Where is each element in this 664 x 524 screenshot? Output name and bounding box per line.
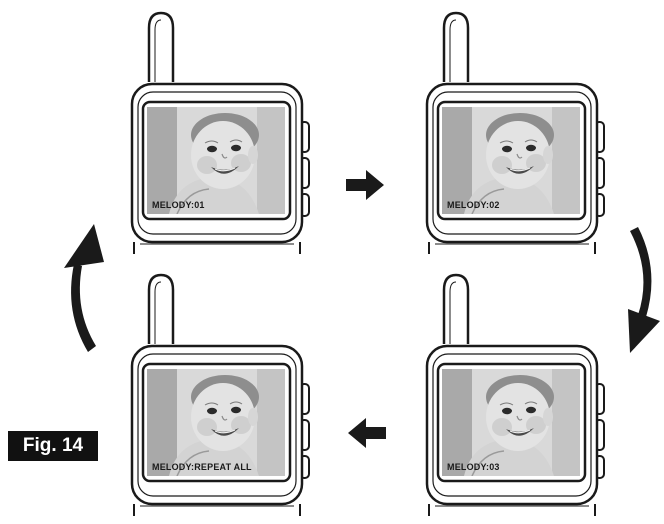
baby-photo xyxy=(442,369,580,476)
monitor-screen: MELODY:01 xyxy=(147,107,285,214)
curved-arrow-up-icon xyxy=(58,222,106,354)
baby-photo xyxy=(442,107,580,214)
figure-label: Fig. 14 xyxy=(8,431,98,461)
arrow-left-icon xyxy=(346,418,386,448)
baby-photo xyxy=(147,369,285,476)
arrow-right-icon xyxy=(346,170,386,200)
baby-monitor-device-4: MELODY:REPEAT ALL xyxy=(128,266,328,516)
baby-photo xyxy=(147,107,285,214)
monitor-screen: MELODY:02 xyxy=(442,107,580,214)
monitor-screen: MELODY:REPEAT ALL xyxy=(147,369,285,476)
baby-monitor-device-2: MELODY:02 xyxy=(423,4,623,254)
melody-label: MELODY:REPEAT ALL xyxy=(152,462,252,472)
melody-label: MELODY:01 xyxy=(152,200,205,210)
baby-monitor-device-1: MELODY:01 xyxy=(128,4,328,254)
curved-arrow-down-icon xyxy=(616,225,664,355)
melody-label: MELODY:03 xyxy=(447,462,500,472)
monitor-screen: MELODY:03 xyxy=(442,369,580,476)
melody-label: MELODY:02 xyxy=(447,200,500,210)
baby-monitor-device-3: MELODY:03 xyxy=(423,266,623,516)
